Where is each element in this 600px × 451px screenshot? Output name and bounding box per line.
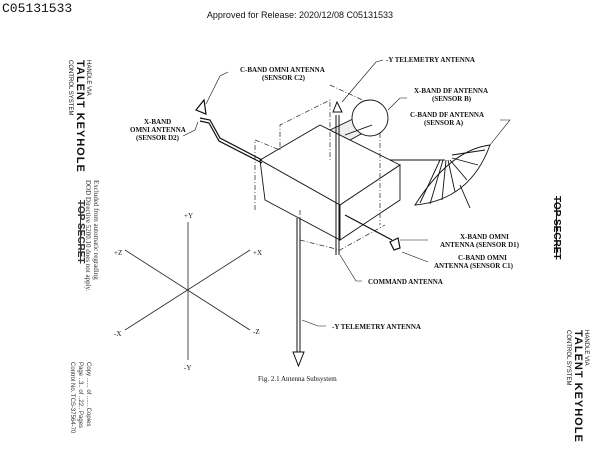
label-x-band-omni-d1-line2: ANTENNA (SENSOR D1) bbox=[440, 241, 520, 249]
label-command-antenna: COMMAND ANTENNA bbox=[368, 278, 443, 286]
label-c-band-df-a-line2: (SENSOR A) bbox=[424, 119, 464, 127]
document-id: C05131533 bbox=[2, 1, 73, 16]
label-x-band-omni-d2-line1: X-BAND bbox=[144, 118, 171, 126]
label-c-band-omni-c2-line2: (SENSOR C2) bbox=[262, 74, 306, 82]
release-line: Approved for Release: 2020/12/08 C051315… bbox=[206, 10, 394, 20]
axis-minus-y: -Y bbox=[184, 364, 191, 372]
axis-plus-x: +X bbox=[253, 249, 262, 257]
axis-plus-y: +Y bbox=[184, 212, 193, 220]
label-x-band-df-b-line2: (SENSOR B) bbox=[432, 95, 472, 103]
figure-caption: Fig. 2.1 Antenna Subsystem bbox=[258, 375, 337, 383]
coordinate-axes bbox=[124, 222, 251, 360]
label-x-band-omni-d2-line2: OMNI ANTENNA bbox=[130, 126, 186, 134]
label-c-band-omni-c2-line1: C-BAND OMNI ANTENNA bbox=[240, 66, 325, 74]
command-antenna bbox=[332, 100, 343, 255]
label-x-band-omni-d2-line3: (SENSOR D2) bbox=[136, 134, 180, 142]
label-c-band-df-a-line1: C-BAND DF ANTENNA bbox=[410, 111, 484, 119]
axis-minus-x: -X bbox=[114, 330, 121, 338]
label-c-band-omni-c1-line2: ANTENNA (SENSOR C1) bbox=[434, 262, 514, 270]
boom-d2 bbox=[195, 98, 263, 164]
boom-d1 bbox=[344, 214, 401, 251]
label-c-band-omni-c1-line1: C-BAND OMNI bbox=[458, 254, 507, 262]
telemetry-antenna-bottom bbox=[292, 218, 305, 368]
axis-plus-z: +Z bbox=[114, 249, 122, 257]
label-x-band-df-b-line1: X-BAND DF ANTENNA bbox=[414, 87, 488, 95]
leader-lines bbox=[182, 59, 511, 327]
axis-minus-z: -Z bbox=[253, 328, 260, 336]
c-band-df-dish bbox=[390, 144, 491, 209]
label-x-band-omni-d1-line1: X-BAND OMNI bbox=[460, 233, 509, 241]
label-telemetry-top: -Y TELEMETRY ANTENNA bbox=[386, 56, 475, 64]
x-band-df-antenna bbox=[344, 99, 389, 137]
label-telemetry-bottom: -Y TELEMETRY ANTENNA bbox=[332, 323, 421, 331]
